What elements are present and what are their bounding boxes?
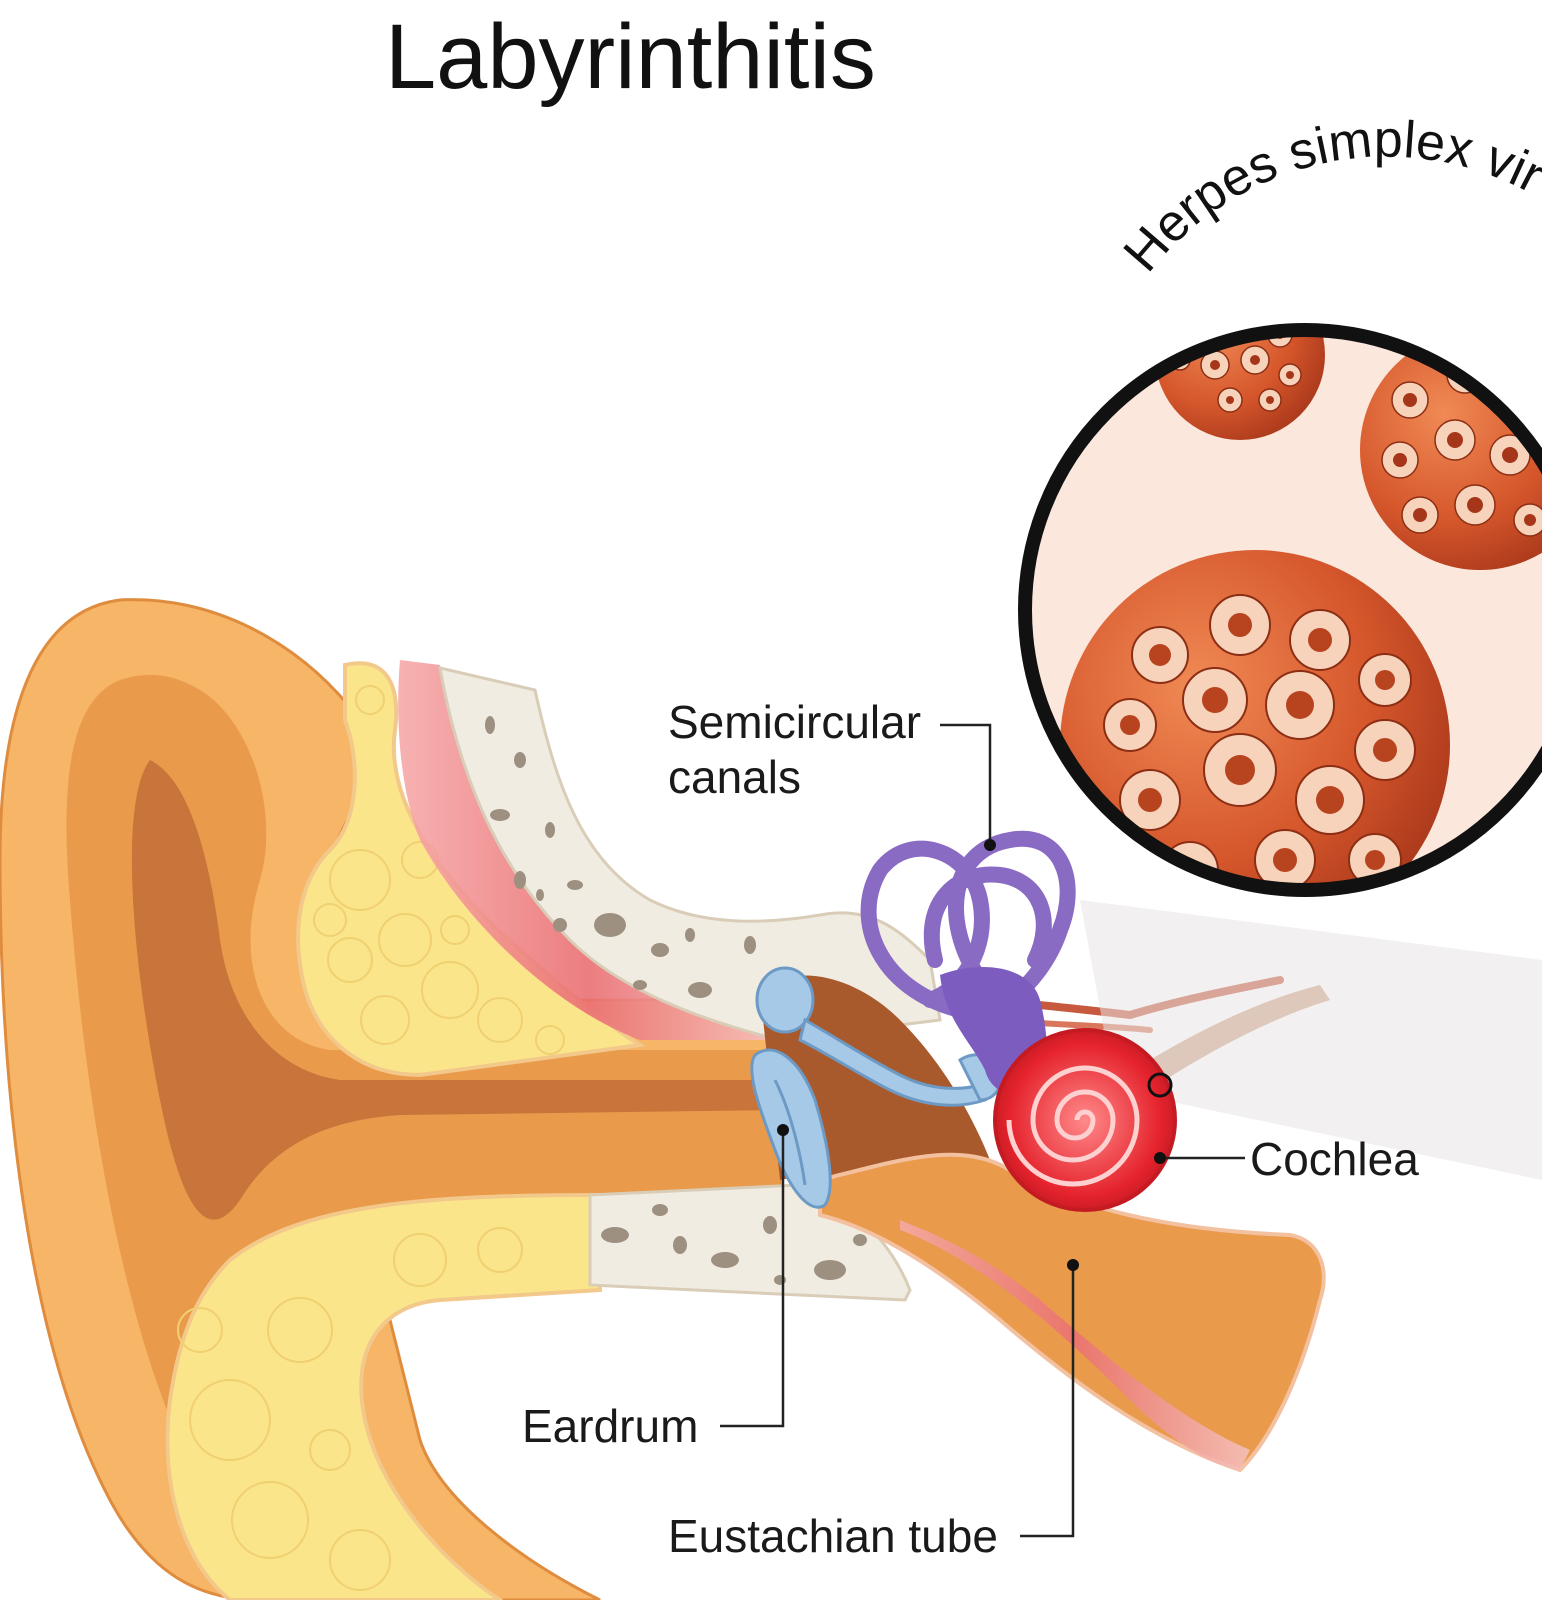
ossicles bbox=[755, 966, 1003, 1107]
cochlea-shape bbox=[993, 1028, 1177, 1212]
eardrum-shape bbox=[750, 1048, 832, 1209]
magnifier-ring bbox=[1018, 323, 1542, 897]
diagram-title: Labyrinthitis bbox=[385, 6, 876, 108]
upper-temporal-bone bbox=[438, 666, 942, 1042]
label-semicircular-canals-line2: canals bbox=[668, 751, 801, 803]
lower-fat-tissue bbox=[165, 1192, 602, 1600]
semicircular-canals-shape bbox=[860, 830, 1076, 1018]
label-eustachian-tube: Eustachian tube bbox=[668, 1510, 998, 1562]
magnifier bbox=[1018, 323, 1542, 897]
leader-lines bbox=[720, 723, 1245, 1538]
label-semicircular-canals-line1: Semicircular bbox=[668, 696, 921, 748]
label-eardrum: Eardrum bbox=[522, 1400, 698, 1452]
magnifier-cone bbox=[1080, 900, 1542, 1180]
label-cochlea: Cochlea bbox=[1250, 1133, 1419, 1185]
upper-fat-tissue bbox=[296, 661, 646, 1078]
infection-site-marker bbox=[1147, 1072, 1173, 1098]
